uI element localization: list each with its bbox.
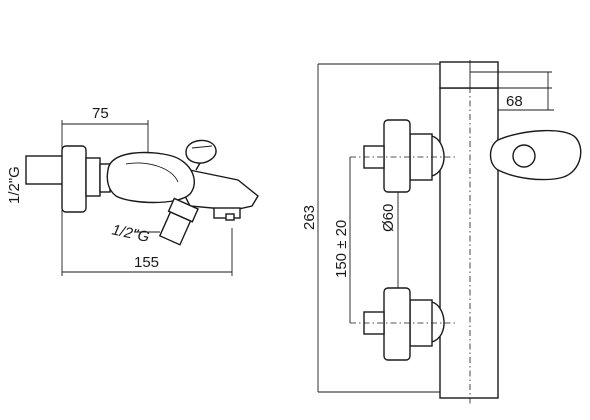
mixer-body-front <box>439 87 499 399</box>
mixer-body <box>106 151 195 204</box>
inlet-pipe <box>25 155 65 185</box>
hose-outlet <box>158 197 199 246</box>
dim-155-label: 155 <box>134 254 159 271</box>
upper-valve-curve <box>431 135 445 177</box>
wall-flange <box>61 145 87 213</box>
top-knob <box>439 61 499 89</box>
knob-line <box>191 145 213 149</box>
diverter-knob <box>185 139 217 164</box>
dim-75-label: 75 <box>92 105 109 122</box>
body-contour <box>125 162 179 183</box>
dim-68-label: 68 <box>506 93 523 110</box>
dim-263-label: 263 <box>301 205 318 230</box>
connector-nut <box>85 157 101 197</box>
front-view: 263 68 150 ± 20 Ø60 <box>301 60 582 404</box>
knob-stem <box>195 162 201 171</box>
dim-150-label: 150 ± 20 <box>333 220 350 278</box>
spout-outlet-circle <box>512 144 536 168</box>
dim-diameter-label: Ø60 <box>380 204 397 232</box>
hose-outlet-pipe <box>158 211 192 246</box>
aerator-tip <box>225 213 235 221</box>
lower-valve-curve <box>431 301 445 343</box>
side-view: 75 155 1/2"G 1/2"G <box>6 105 259 276</box>
thread-label-spout: 1/2"G <box>110 221 151 246</box>
lower-flange <box>383 287 411 361</box>
upper-flange <box>383 119 411 193</box>
thread-label-left: 1/2"G <box>6 166 23 204</box>
